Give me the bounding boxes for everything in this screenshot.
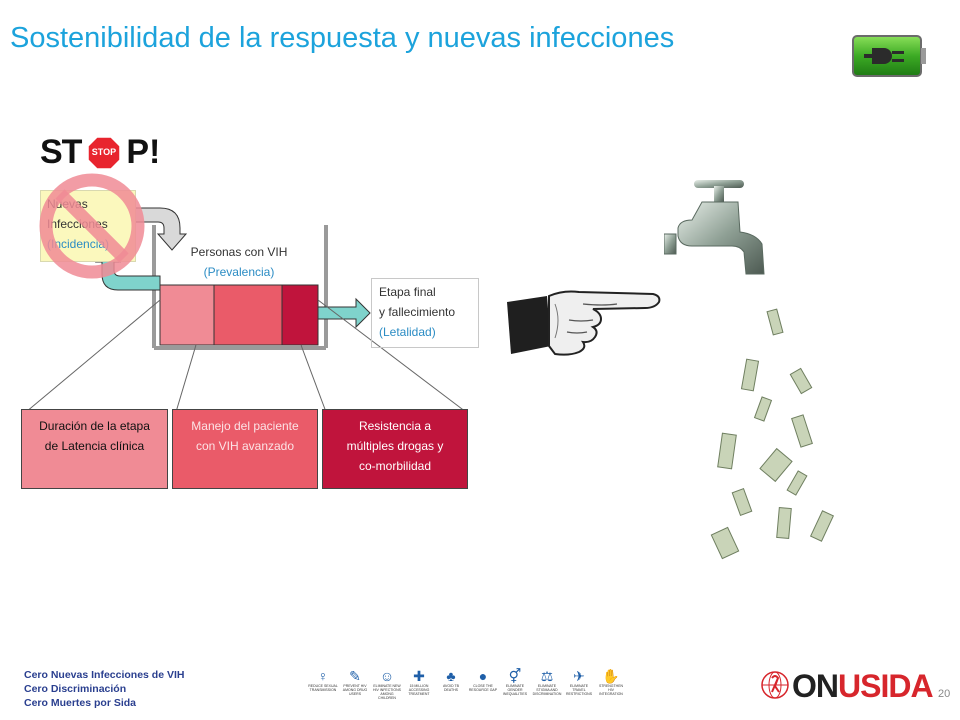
- faucet-icon: [663, 172, 776, 282]
- goal-label: ELIMINATE GENDER INEQUALITIES: [502, 684, 528, 696]
- page-title: Sostenibilidad de la respuesta y nuevas …: [10, 22, 675, 54]
- goal-sexual-transmission-icon: ♀: [317, 668, 329, 684]
- manejo-box: Manejo del paciente con VIH avanzado: [172, 409, 318, 489]
- manejo-line2: con VIH avanzado: [195, 439, 295, 453]
- goal-item: ☺ ELIMINATE NEW HIV INFECTIONS AMONG CHI…: [372, 668, 402, 700]
- goal-item: ✋ STRENGTHEN HIV INTEGRATION: [596, 668, 626, 696]
- goal-gender-icon: ⚥: [508, 668, 522, 684]
- goal-treatment-icon: ✚: [413, 668, 425, 684]
- goal-stigma-icon: ⚖: [540, 668, 554, 684]
- footer-line2: Cero Discriminación: [24, 683, 127, 695]
- footer-line3: Cero Muertes por Sida: [24, 697, 137, 709]
- goal-integration-icon: ✋: [602, 668, 620, 684]
- goal-tb-icon: ♣: [446, 668, 456, 684]
- etapa-final-label: Etapa final y fallecimiento (Letalidad): [379, 282, 455, 342]
- prohibition-sign-icon: [36, 170, 148, 282]
- bar-segment-avanzado: [213, 284, 283, 346]
- goal-label: REDUCE SEXUAL TRANSMISSION: [308, 684, 338, 692]
- stop-octagon-icon: STOP: [87, 135, 121, 170]
- personas-line1: Personas con VIH: [190, 245, 288, 259]
- resistencia-box: Resistencia a múltiples drogas y co-morb…: [322, 409, 468, 489]
- stop-right-text: P!: [126, 133, 161, 171]
- resistencia-line2: múltiples drogas y: [346, 439, 444, 453]
- goal-drug-users-icon: ✎: [349, 668, 361, 684]
- etapa-line3: (Letalidad): [379, 325, 436, 339]
- resistencia-line3: co-morbilidad: [358, 459, 432, 473]
- stop-left-text: ST: [40, 133, 82, 171]
- goal-label: ELIMINATE STIGMA AND DISCRIMINATION: [532, 684, 562, 696]
- logo-prefix: ON: [792, 668, 839, 704]
- stop-sign: ST STOP P!: [40, 133, 161, 171]
- resistencia-line1: Resistencia a: [358, 419, 432, 433]
- arrow-to-etapa-final: [317, 297, 371, 329]
- goal-label: ELIMINATE NEW HIV INFECTIONS AMONG CHILD…: [372, 684, 401, 700]
- etapa-final-box: [371, 278, 479, 348]
- page-number: 20: [938, 688, 951, 700]
- goal-item: ✎ PREVENT HIV AMONG DRUG USERS: [340, 668, 370, 696]
- duracion-box: Duración de la etapa de Latencia clínica: [21, 409, 168, 489]
- etapa-line2: y fallecimiento: [379, 305, 456, 319]
- red-ribbon-globe-icon: [760, 670, 790, 700]
- bar-segment-latencia: [159, 284, 215, 346]
- bar-segment-resistencia: [281, 284, 319, 346]
- duracion-line2: de Latencia clínica: [44, 439, 145, 453]
- goal-item: ✈ ELIMINATE TRAVEL RESTRICTIONS: [564, 668, 594, 696]
- goal-item: ● CLOSE THE RESOURCE GAP: [468, 668, 498, 692]
- goal-item: ⚖ ELIMINATE STIGMA AND DISCRIMINATION: [532, 668, 562, 696]
- pointing-hand-icon: [503, 284, 663, 358]
- footer-slogans: Cero Nuevas Infecciones de VIH Cero Disc…: [24, 668, 184, 710]
- goal-label: CLOSE THE RESOURCE GAP: [468, 684, 498, 692]
- goal-resources-icon: ●: [478, 668, 488, 684]
- goal-label: ELIMINATE TRAVEL RESTRICTIONS: [565, 684, 593, 696]
- goal-item: ⚥ ELIMINATE GENDER INEQUALITIES: [500, 668, 530, 696]
- stop-octagon-text: STOP: [91, 146, 117, 157]
- nuevas-line3: (Incidencia): [47, 237, 110, 251]
- duracion-line1: Duración de la etapa: [39, 419, 150, 433]
- personas-label: Personas con VIH (Prevalencia): [168, 242, 310, 282]
- battery-plug-icon: [852, 34, 928, 80]
- goal-travel-icon: ✈: [573, 668, 585, 684]
- goal-item: ♣ AVOID TB DEATHS: [436, 668, 466, 692]
- falling-money-illustration: [700, 300, 850, 570]
- personas-line2: (Prevalencia): [203, 265, 275, 279]
- etapa-line1: Etapa final: [379, 285, 436, 299]
- goal-label: PREVENT HIV AMONG DRUG USERS: [342, 684, 368, 696]
- onusida-logo: ONUSIDA: [792, 668, 934, 705]
- footer-line1: Cero Nuevas Infecciones de VIH: [24, 669, 185, 681]
- goal-label: AVOID TB DEATHS: [442, 684, 459, 692]
- arrow-nuevas-to-tank: [134, 207, 188, 251]
- goal-children-icon: ☺: [379, 668, 395, 684]
- goal-label: STRENGTHEN HIV INTEGRATION: [598, 684, 624, 696]
- logo-suffix: USIDA: [838, 668, 934, 704]
- goal-item: ♀ REDUCE SEXUAL TRANSMISSION: [308, 668, 338, 692]
- goal-label: 15 MILLION ACCESSING TREATMENT: [408, 684, 430, 696]
- manejo-line1: Manejo del paciente: [191, 419, 299, 433]
- goal-item: ✚ 15 MILLION ACCESSING TREATMENT: [404, 668, 434, 696]
